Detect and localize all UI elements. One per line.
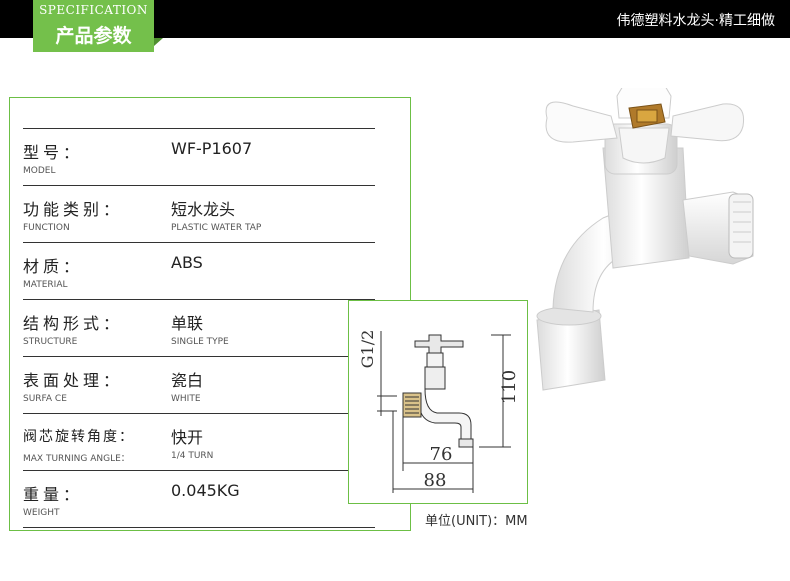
spec-row-function: 功能类别： FUNCTION 短水龙头 PLASTIC WATER TAP: [23, 185, 375, 242]
spec-value-en: PLASTIC WATER TAP: [171, 223, 262, 233]
spec-key-en: SURFA CE: [23, 394, 67, 404]
unit-label: 单位(UNIT)：MM: [425, 514, 528, 529]
spec-value: 单联: [171, 314, 204, 333]
spec-value: 瓷白: [171, 371, 204, 390]
thread-label: G1/2: [358, 330, 377, 369]
spec-row-structure: 结构形式： STRUCTURE 单联 SINGLE TYPE: [23, 299, 375, 356]
badge-chinese: 产品参数: [55, 25, 132, 47]
height-label: 110: [499, 370, 520, 404]
spec-table: 型号： MODEL WF-P1607 功能类别： FUNCTION 短水龙头 P…: [23, 128, 375, 528]
spec-row-material: 材质： MATERIAL ABS: [23, 242, 375, 299]
spec-key: 型号：: [23, 143, 84, 162]
spec-value: ABS: [171, 253, 203, 272]
faucet-product-image: [533, 85, 783, 408]
brand-slogan: 伟德塑料水龙头·精工细做: [616, 13, 775, 29]
badge-fold: [154, 38, 163, 46]
badge-english: SPECIFICATION: [39, 3, 148, 17]
spec-row-angle: 阀芯旋转角度： MAX TURNING ANGLE： 快开 1/4 TURN: [23, 413, 375, 470]
spec-key: 结构形式：: [23, 314, 124, 333]
spec-key: 重量：: [23, 485, 84, 504]
total-label: 88: [424, 470, 447, 491]
spec-key: 材质：: [23, 257, 84, 276]
spec-value-en: SINGLE TYPE: [171, 337, 229, 347]
spec-value: 短水龙头: [171, 200, 236, 219]
specification-badge: SPECIFICATION 产品参数: [33, 0, 154, 52]
faucet-illustration: [536, 85, 754, 391]
spec-row-model: 型号： MODEL WF-P1607: [23, 128, 375, 185]
spec-value-en: WHITE: [171, 394, 201, 404]
dimension-diagram: G1/2 110 76 88: [348, 300, 528, 504]
spec-row-weight: 重量： WEIGHT 0.045KG: [23, 470, 375, 528]
spec-key-en: MATERIAL: [23, 280, 68, 290]
spec-key-en: MODEL: [23, 166, 56, 176]
spec-key-en: STRUCTURE: [23, 337, 78, 347]
spec-key-en: MAX TURNING ANGLE：: [23, 454, 130, 464]
spec-key-en: FUNCTION: [23, 223, 70, 233]
dimension-drawing: G1/2 110 76 88: [358, 330, 520, 493]
spec-key: 表面处理：: [23, 371, 124, 390]
spec-value-en: 1/4 TURN: [171, 451, 214, 461]
spec-value: 0.045KG: [171, 481, 240, 500]
spec-row-surface: 表面处理： SURFA CE 瓷白 WHITE: [23, 356, 375, 413]
spec-key: 阀芯旋转角度：: [23, 429, 135, 445]
spec-value: WF-P1607: [171, 139, 253, 158]
spec-key-en: WEIGHT: [23, 508, 60, 518]
spec-key: 功能类别：: [23, 200, 124, 219]
faucet-schematic: [402, 334, 474, 448]
spout-label: 76: [430, 444, 453, 465]
spec-value: 快开: [171, 428, 204, 447]
